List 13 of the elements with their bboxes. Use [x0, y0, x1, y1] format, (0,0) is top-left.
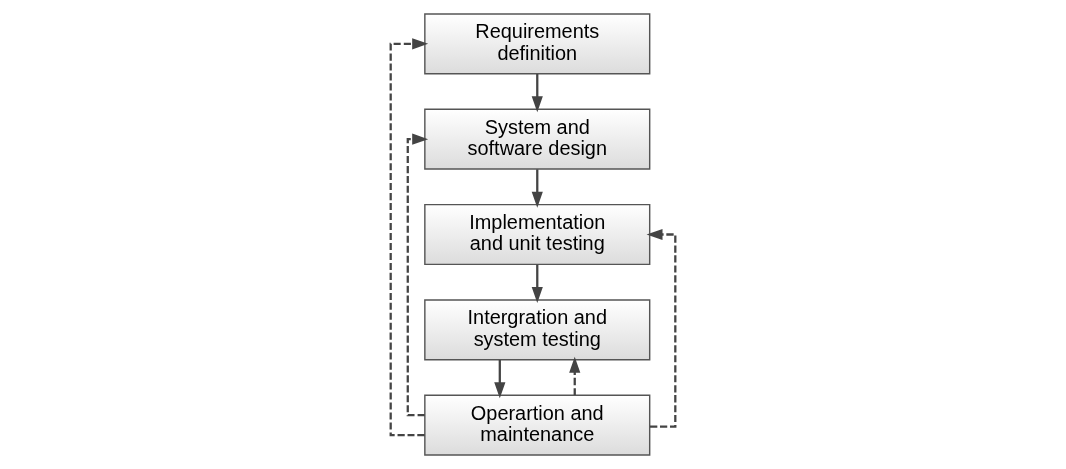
node-box: Requirements definition [424, 13, 651, 75]
arrow [646, 228, 677, 428]
arrow [389, 38, 429, 437]
node-box: System and software design [424, 108, 651, 170]
arrow [531, 74, 543, 113]
node-box: Intergration and system testing [424, 299, 651, 361]
arrow [531, 169, 543, 208]
arrow [531, 264, 543, 303]
node-box: Operartion and maintenance [424, 394, 651, 456]
node-box: Implementation and unit testing [424, 203, 651, 266]
arrow [406, 133, 429, 417]
arrow [494, 360, 506, 399]
arrow [569, 356, 581, 395]
